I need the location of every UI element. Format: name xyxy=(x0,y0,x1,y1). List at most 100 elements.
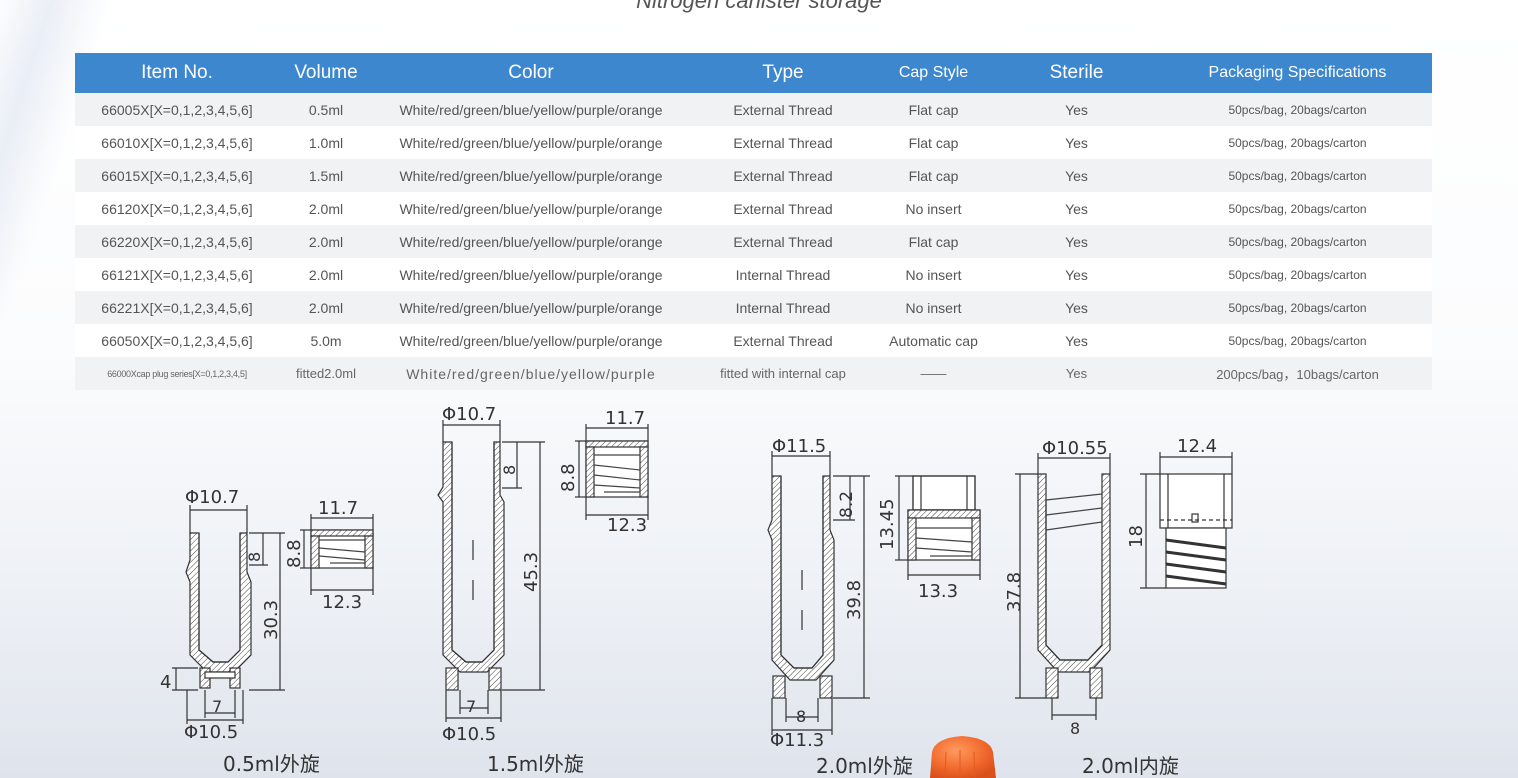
col-header-volume: Volume xyxy=(279,53,373,93)
spec-table: Item No. Volume Color Type Cap Style Ste… xyxy=(75,53,1432,390)
table-header-row: Item No. Volume Color Type Cap Style Ste… xyxy=(75,53,1432,93)
cell-volume: 2.0ml xyxy=(279,258,373,291)
table-row: 66121X[X=0,1,2,3,4,5,6] 2.0ml White/red/… xyxy=(75,258,1432,291)
dim-20e-cap-height: 13.45 xyxy=(877,498,898,550)
dim-15-dia-top: Φ10.7 xyxy=(442,404,496,425)
col-header-type: Type xyxy=(689,53,877,93)
dim-20e-thread: 8.2 xyxy=(837,491,857,518)
dim-20e-length: 39.8 xyxy=(844,580,865,620)
orange-cap-photo xyxy=(930,736,996,778)
cell-item-no: 66220X[X=0,1,2,3,4,5,6] xyxy=(75,225,279,258)
cell-color: White/red/green/blue/yellow/purple/orang… xyxy=(373,159,689,192)
cell-type: External Thread xyxy=(689,192,877,225)
dim-15-cap-height: 8.8 xyxy=(558,463,579,492)
cell-color: White/red/green/blue/yellow/purple/orang… xyxy=(373,324,689,357)
cell-cap-style: Flat cap xyxy=(877,159,990,192)
caption-20ml-external: 2.0ml外旋 xyxy=(816,754,913,778)
cell-type: Internal Thread xyxy=(689,258,877,291)
cell-color: White/red/green/blue/yellow/purple/orang… xyxy=(373,225,689,258)
dim-15-inner: 7 xyxy=(466,697,476,716)
dim-20i-dia-top: Φ10.55 xyxy=(1042,438,1108,459)
cell-volume: 0.5ml xyxy=(279,93,373,126)
table-row: 66000Xcap plug series[X=0,1,2,3,4,5] fit… xyxy=(75,357,1432,390)
table-row: 66010X[X=0,1,2,3,4,5,6] 1.0ml White/red/… xyxy=(75,126,1432,159)
cell-color: White/red/green/blue/yellow/purple/orang… xyxy=(373,126,689,159)
dim-05-cap-width: 11.7 xyxy=(318,498,358,519)
dim-15-cap-base: 12.3 xyxy=(607,515,647,536)
cell-sterile: Yes xyxy=(990,258,1163,291)
table-row: 66005X[X=0,1,2,3,4,5,6] 0.5ml White/red/… xyxy=(75,93,1432,126)
col-header-color: Color xyxy=(373,53,689,93)
dim-05-dia-top: Φ10.7 xyxy=(185,487,239,508)
dim-20i-cap-width: 12.4 xyxy=(1177,436,1217,457)
cell-sterile: Yes xyxy=(990,225,1163,258)
cell-cap-style: No insert xyxy=(877,192,990,225)
table-row: 66221X[X=0,1,2,3,4,5,6] 2.0ml White/red/… xyxy=(75,291,1432,324)
dim-15-thread: 8 xyxy=(500,465,519,475)
cell-sterile: Yes xyxy=(990,357,1163,390)
cell-sterile: Yes xyxy=(990,93,1163,126)
cell-sterile: Yes xyxy=(990,291,1163,324)
cell-item-no: 66000Xcap plug series[X=0,1,2,3,4,5] xyxy=(75,357,279,390)
drawing-20ml-internal xyxy=(1015,452,1233,720)
cell-cap-style: Flat cap xyxy=(877,126,990,159)
cell-packaging: 50pcs/bag, 20bags/carton xyxy=(1163,324,1432,357)
cell-item-no: 66121X[X=0,1,2,3,4,5,6] xyxy=(75,258,279,291)
cell-color: White/red/green/blue/yellow/purple xyxy=(373,357,689,390)
cell-volume: 2.0ml xyxy=(279,225,373,258)
cell-type: External Thread xyxy=(689,93,877,126)
table-row: 66220X[X=0,1,2,3,4,5,6] 2.0ml White/red/… xyxy=(75,225,1432,258)
cell-volume: fitted2.0ml xyxy=(279,357,373,390)
cell-packaging: 50pcs/bag, 20bags/carton xyxy=(1163,159,1432,192)
col-header-cap-style: Cap Style xyxy=(877,53,990,93)
cell-color: White/red/green/blue/yellow/purple/orang… xyxy=(373,291,689,324)
cell-item-no: 66221X[X=0,1,2,3,4,5,6] xyxy=(75,291,279,324)
cell-item-no: 66010X[X=0,1,2,3,4,5,6] xyxy=(75,126,279,159)
dim-05-inner: 7 xyxy=(212,697,222,716)
cell-volume: 1.5ml xyxy=(279,159,373,192)
dim-05-cap-base: 12.3 xyxy=(322,592,362,613)
dim-20i-inner: 8 xyxy=(1070,719,1080,738)
col-header-sterile: Sterile xyxy=(990,53,1163,93)
col-header-item-no: Item No. xyxy=(75,53,279,93)
caption-15ml: 1.5ml外旋 xyxy=(487,752,584,776)
cell-packaging: 50pcs/bag, 20bags/carton xyxy=(1163,192,1432,225)
caption-20ml-internal: 2.0ml内旋 xyxy=(1082,754,1179,778)
cell-sterile: Yes xyxy=(990,192,1163,225)
cell-packaging: 50pcs/bag, 20bags/carton xyxy=(1163,291,1432,324)
drawing-05ml xyxy=(172,505,374,724)
cell-packaging: 50pcs/bag, 20bags/carton xyxy=(1163,225,1432,258)
cell-packaging: 200pcs/bag，10bags/carton xyxy=(1163,357,1432,390)
cell-type: Internal Thread xyxy=(689,291,877,324)
cell-color: White/red/green/blue/yellow/purple/orang… xyxy=(373,192,689,225)
cell-cap-style: No insert xyxy=(877,258,990,291)
cell-cap-style: —— xyxy=(877,357,990,390)
table-row: 66050X[X=0,1,2,3,4,5,6] 5.0m White/red/g… xyxy=(75,324,1432,357)
dim-05-foot: 4 xyxy=(160,672,171,693)
caption-05ml: 0.5ml外旋 xyxy=(223,752,320,776)
cell-volume: 1.0ml xyxy=(279,126,373,159)
table-row: 66120X[X=0,1,2,3,4,5,6] 2.0ml White/red/… xyxy=(75,192,1432,225)
dim-05-thread: 8 xyxy=(245,552,264,562)
dim-20i-cap-height: 18 xyxy=(1126,525,1147,548)
dim-15-length: 45.3 xyxy=(521,552,542,592)
dim-15-cap-width: 11.7 xyxy=(605,408,645,429)
cell-type: fitted with internal cap xyxy=(689,357,877,390)
dim-20e-dia-top: Φ11.5 xyxy=(772,436,826,457)
dim-20i-length: 37.8 xyxy=(1004,572,1025,612)
dim-05-base: Φ10.5 xyxy=(184,722,238,743)
dim-05-length: 30.3 xyxy=(261,600,282,640)
dim-20e-base: Φ11.3 xyxy=(770,730,824,751)
cell-cap-style: No insert xyxy=(877,291,990,324)
cell-volume: 2.0ml xyxy=(279,291,373,324)
cell-item-no: 66120X[X=0,1,2,3,4,5,6] xyxy=(75,192,279,225)
cell-volume: 5.0m xyxy=(279,324,373,357)
page-title: Nitrogen canister storage xyxy=(636,0,882,13)
dim-20e-inner: 8 xyxy=(796,707,806,726)
cell-sterile: Yes xyxy=(990,159,1163,192)
cell-item-no: 66005X[X=0,1,2,3,4,5,6] xyxy=(75,93,279,126)
dim-20e-cap-base: 13.3 xyxy=(918,581,958,602)
cell-cap-style: Flat cap xyxy=(877,225,990,258)
drawing-15ml xyxy=(437,420,649,722)
